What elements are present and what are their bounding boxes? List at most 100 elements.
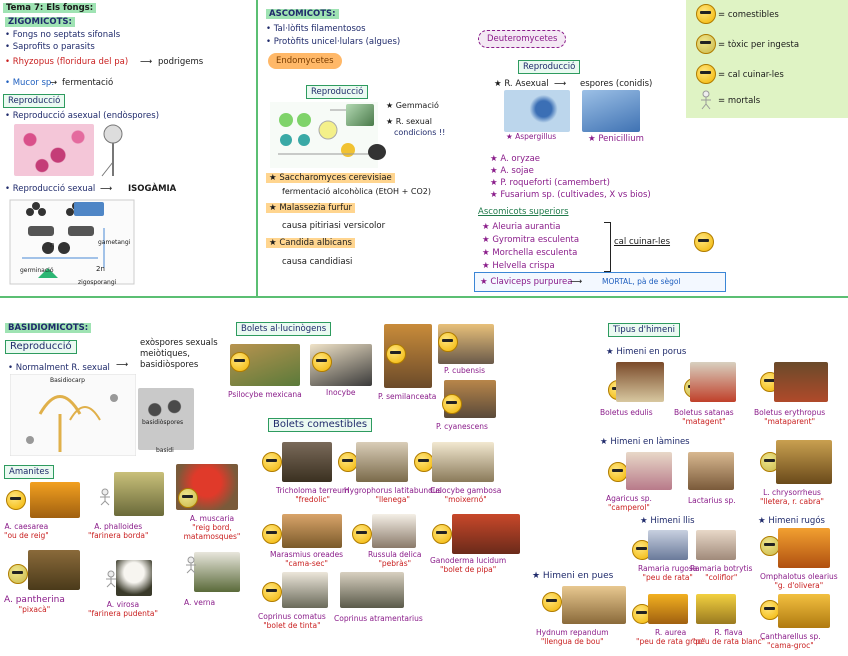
saccharomyces-effect: fermentació alcohòlica (EtOH + CO2)	[282, 187, 431, 196]
endomycetes-label: Endomycetes	[268, 53, 342, 69]
coprinus-atramentarius-photo	[340, 572, 404, 608]
zigo-label-zigosporangi: zigosporangi	[78, 279, 117, 286]
sunglasses-emoji-icon	[632, 540, 652, 560]
hygrophorus-caption: Hygrophorus latitabundus"llenega"	[344, 486, 442, 504]
himeni-porus-label: ★ Himeni en porus	[606, 347, 687, 357]
calocybe-photo	[432, 442, 494, 482]
semilanceata-caption: P. semilanceata	[378, 392, 437, 401]
inocybe-emoji-icon	[312, 352, 332, 372]
deutero-species-1: ★ A. oryzae	[490, 154, 541, 164]
ganoderma-caption: Ganoderma lucidum"bolet de pipa"	[430, 556, 507, 574]
zigo-mucor-result: fermentació	[62, 78, 114, 88]
psilocybe-caption: Psilocybe mexicana	[228, 390, 302, 399]
sunglasses-emoji-icon	[6, 490, 26, 510]
ramaria-flava-caption: R. flava"peu de rata blanc"	[692, 628, 766, 646]
lactarius-caption: Lactarius sp.	[688, 496, 736, 505]
ganoderma-photo	[452, 514, 520, 554]
skeleton-icon	[186, 556, 196, 574]
coprinus-atramentarius-caption: Coprinus atramentarius	[334, 614, 423, 623]
ramaria-aurea-photo	[648, 594, 688, 624]
zigo-line1: • Fongs no septats sifonals	[5, 30, 121, 40]
boletus-satanas-caption: Boletus satanas"matagent"	[674, 408, 734, 426]
boletus-erythropus-photo	[774, 362, 828, 402]
sunglasses-emoji-icon	[414, 452, 434, 472]
cyanescens-caption: P. cyanescens	[436, 422, 488, 431]
saccharomyces: ★ Saccharomyces cerevisiae	[266, 173, 395, 183]
ramaria-flava-photo	[696, 594, 736, 624]
superiors-brace	[604, 222, 611, 272]
legend-toxic: = tòxic per ingesta	[718, 40, 800, 50]
zigo-sexual: • Reproducció sexual	[5, 184, 96, 194]
divider-middle	[0, 296, 848, 298]
cubensis-emoji-icon	[438, 332, 458, 352]
sporangium-sketch	[101, 124, 123, 177]
asco-line1: • Tal·lòfits filamentosos	[266, 24, 366, 34]
superiors-1: ★ Aleuria aurantia	[482, 222, 561, 232]
claviceps-result: MORTAL, pà de sègol	[602, 277, 681, 286]
agaricus-caption: Agaricus sp."camperol"	[606, 494, 652, 512]
claviceps-label: ★ Claviceps purpurea	[480, 277, 573, 287]
candida-effect: causa candidiasi	[282, 257, 353, 267]
sunglasses-emoji-icon	[262, 582, 282, 602]
tricholoma-photo	[282, 442, 332, 482]
sunglasses-emoji-icon	[338, 452, 358, 472]
deutero-species-3: ★ P. roqueforti (camembert)	[490, 178, 610, 188]
hydnum-caption: Hydnum repandum"llengua de bou"	[536, 628, 609, 646]
zigo-line2: • Saprofits o parasits	[5, 42, 95, 52]
asco-condicions: condicions !!	[394, 128, 446, 137]
candida: ★ Candida albicans	[266, 238, 355, 248]
chrysorrheus-caption: L. chrysorrheus"lletera, r. cabra"	[760, 488, 825, 506]
cubensis-caption: P. cubensis	[444, 366, 486, 375]
deutero-species-4: ★ Fusarium sp. (cultivades, X vs bios)	[490, 190, 651, 200]
deuteromycetes-heading: Deuteromycetes	[478, 30, 567, 48]
marasmius-photo	[282, 514, 342, 548]
himeni-pues-label: ★ Himeni en pues	[532, 571, 614, 581]
basidiospores-micrograph	[138, 388, 194, 450]
verna-caption: A. verna	[184, 598, 216, 607]
yeast-ascus-photo	[368, 144, 386, 160]
sick-emoji-icon	[8, 564, 28, 584]
himeni-llis-label: ★ Himeni llis	[640, 516, 695, 526]
phalloides-photo	[114, 472, 164, 516]
basidiocarp-label: Basidiocarp	[50, 377, 85, 384]
penicillium-label: ★ Penicillium	[588, 134, 644, 144]
malassezia-effect: causa pitiriasi versicolor	[282, 221, 386, 231]
chrysorrheus-photo	[776, 440, 832, 484]
boletus-edulis-photo	[616, 362, 664, 402]
pantherina-photo	[28, 550, 80, 590]
zigo-mucor-arrow: →	[50, 78, 58, 88]
himeni-lamines-label: ★ Himeni en làmines	[600, 437, 690, 447]
hygrophorus-photo	[356, 442, 408, 482]
verna-photo	[194, 552, 240, 592]
allucinogens-heading: Bolets al·lucinògens	[236, 322, 332, 336]
ramaria-botrytis-photo	[696, 530, 736, 560]
russula-photo	[372, 514, 416, 548]
basidio-sexual-result: exòspores sexuals meiòtiques, basidiòspo…	[140, 338, 218, 370]
coprinus-comatus-photo	[282, 572, 328, 608]
asco-line2: • Protòfits unicel·lulars (algues)	[266, 37, 401, 47]
zigo-sexual-result: ISOGÀMIA	[128, 184, 177, 194]
sunglasses-emoji-icon	[542, 592, 562, 612]
phalloides-caption: A. phalloides"farinera borda"	[88, 522, 149, 540]
sunglasses-emoji-icon	[262, 524, 282, 544]
asco-sexual: ★ R. sexual	[386, 117, 432, 126]
skeleton-icon	[106, 570, 116, 588]
basidio-sexual: • Normalment R. sexual	[8, 363, 110, 373]
cyanescens-emoji-icon	[442, 394, 462, 414]
zigo-asexual: • Reproducció asexual (endòspores)	[5, 111, 160, 121]
deutero-asexual: ★ R. Asexual	[494, 79, 549, 89]
claviceps-arrow: ⟶	[570, 277, 583, 287]
divider-left	[256, 0, 258, 296]
zigo-label-gametangi: gametangi	[98, 239, 131, 246]
himeni-heading: Tipus d'himeni	[608, 323, 680, 337]
tricholoma-caption: Tricholoma terreum"fredolic"	[276, 486, 350, 504]
zigo-rhyzopus-arrow: ⟶	[140, 57, 153, 67]
muscaria-caption: A. muscaria"reig bord, matamosques"	[183, 514, 241, 541]
sunglasses-emoji-icon	[262, 452, 282, 472]
deutero-asexual-arrow: ⟶	[554, 79, 567, 89]
superiors-3: ★ Morchella esculenta	[482, 248, 578, 258]
cooking-emoji-icon	[696, 64, 716, 84]
caesarea-caption: A. caesarea"ou de reig"	[4, 522, 49, 540]
pantherina-caption: A. pantherina"pixacà"	[4, 595, 65, 615]
psilocybe-emoji-icon	[230, 352, 250, 372]
